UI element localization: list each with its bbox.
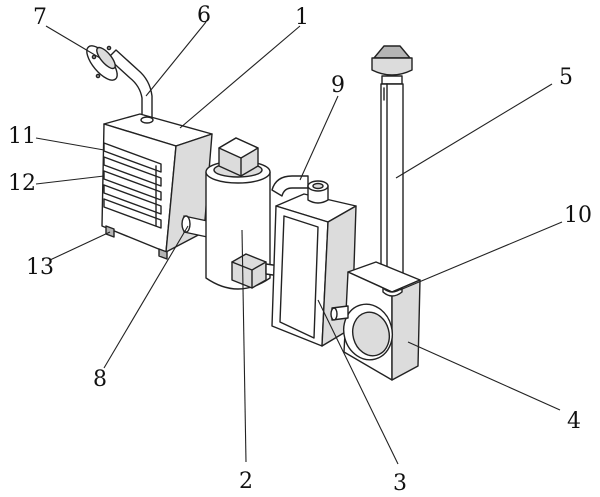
callout-7: 7 <box>33 5 47 30</box>
callout-8: 8 <box>93 367 107 392</box>
exhaust-stack <box>371 45 413 296</box>
callout-11: 11 <box>8 124 36 149</box>
callouts: 7 6 1 5 9 10 11 12 13 8 2 3 4 <box>8 3 592 496</box>
callout-12: 12 <box>8 171 36 196</box>
inlet-pipe <box>107 49 153 119</box>
leader-lines <box>35 21 563 465</box>
fan-box <box>330 261 421 381</box>
callout-9: 9 <box>331 73 345 98</box>
callout-10: 10 <box>564 203 592 228</box>
callout-3: 3 <box>393 471 407 496</box>
elbow-pipe <box>271 175 309 197</box>
filter-drawers <box>103 142 162 229</box>
cylinder-tank <box>205 137 281 290</box>
callout-4: 4 <box>567 409 581 434</box>
callout-1: 1 <box>295 5 309 30</box>
connecting-pipe <box>181 215 213 239</box>
callout-5: 5 <box>559 65 573 90</box>
box-feet <box>105 225 168 260</box>
stack-collar <box>382 287 403 297</box>
callout-6: 6 <box>197 3 211 28</box>
callout-13: 13 <box>26 255 54 280</box>
panel-unit <box>271 180 357 347</box>
callout-2: 2 <box>239 469 253 494</box>
